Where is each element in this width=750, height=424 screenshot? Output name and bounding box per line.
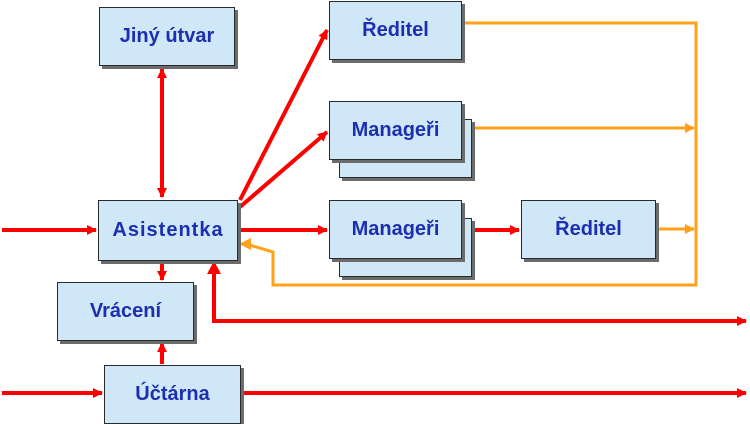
node-label: Účtárna xyxy=(135,383,210,405)
node-label: Manageři xyxy=(351,119,440,141)
arrow-asistentka-to-manageri-1 xyxy=(238,130,329,209)
node-manageri-1: Manageři xyxy=(329,101,462,160)
arrow-reditel-top-to-right-bus xyxy=(245,21,698,287)
node-asistentka: Asistentka xyxy=(98,200,238,261)
node-reditel-right: Ředitel xyxy=(521,200,656,259)
node-reditel-top: Ředitel xyxy=(329,1,462,60)
orange-connectors xyxy=(239,21,698,287)
node-jiny-utvar: Jiný útvar xyxy=(99,7,235,66)
node-label: Vrácení xyxy=(89,300,162,322)
node-label: Manageři xyxy=(351,218,440,240)
arrow-asistentka-to-reditel-top xyxy=(238,29,329,201)
node-label: Asistentka xyxy=(112,219,224,241)
arrowhead-orange-to-asistentka xyxy=(239,238,251,250)
node-manageri-2: Manageři xyxy=(329,200,462,259)
node-label: Ředitel xyxy=(555,218,622,240)
node-vraceni: Vrácení xyxy=(57,282,194,341)
node-uctarna: Účtárna xyxy=(104,365,241,424)
node-label: Jiný útvar xyxy=(119,25,215,47)
arrow-feedback-to-output xyxy=(212,263,747,326)
node-label: Ředitel xyxy=(362,19,429,41)
red-connectors xyxy=(2,29,747,398)
arrowhead-up-to-asistentka xyxy=(207,261,221,274)
